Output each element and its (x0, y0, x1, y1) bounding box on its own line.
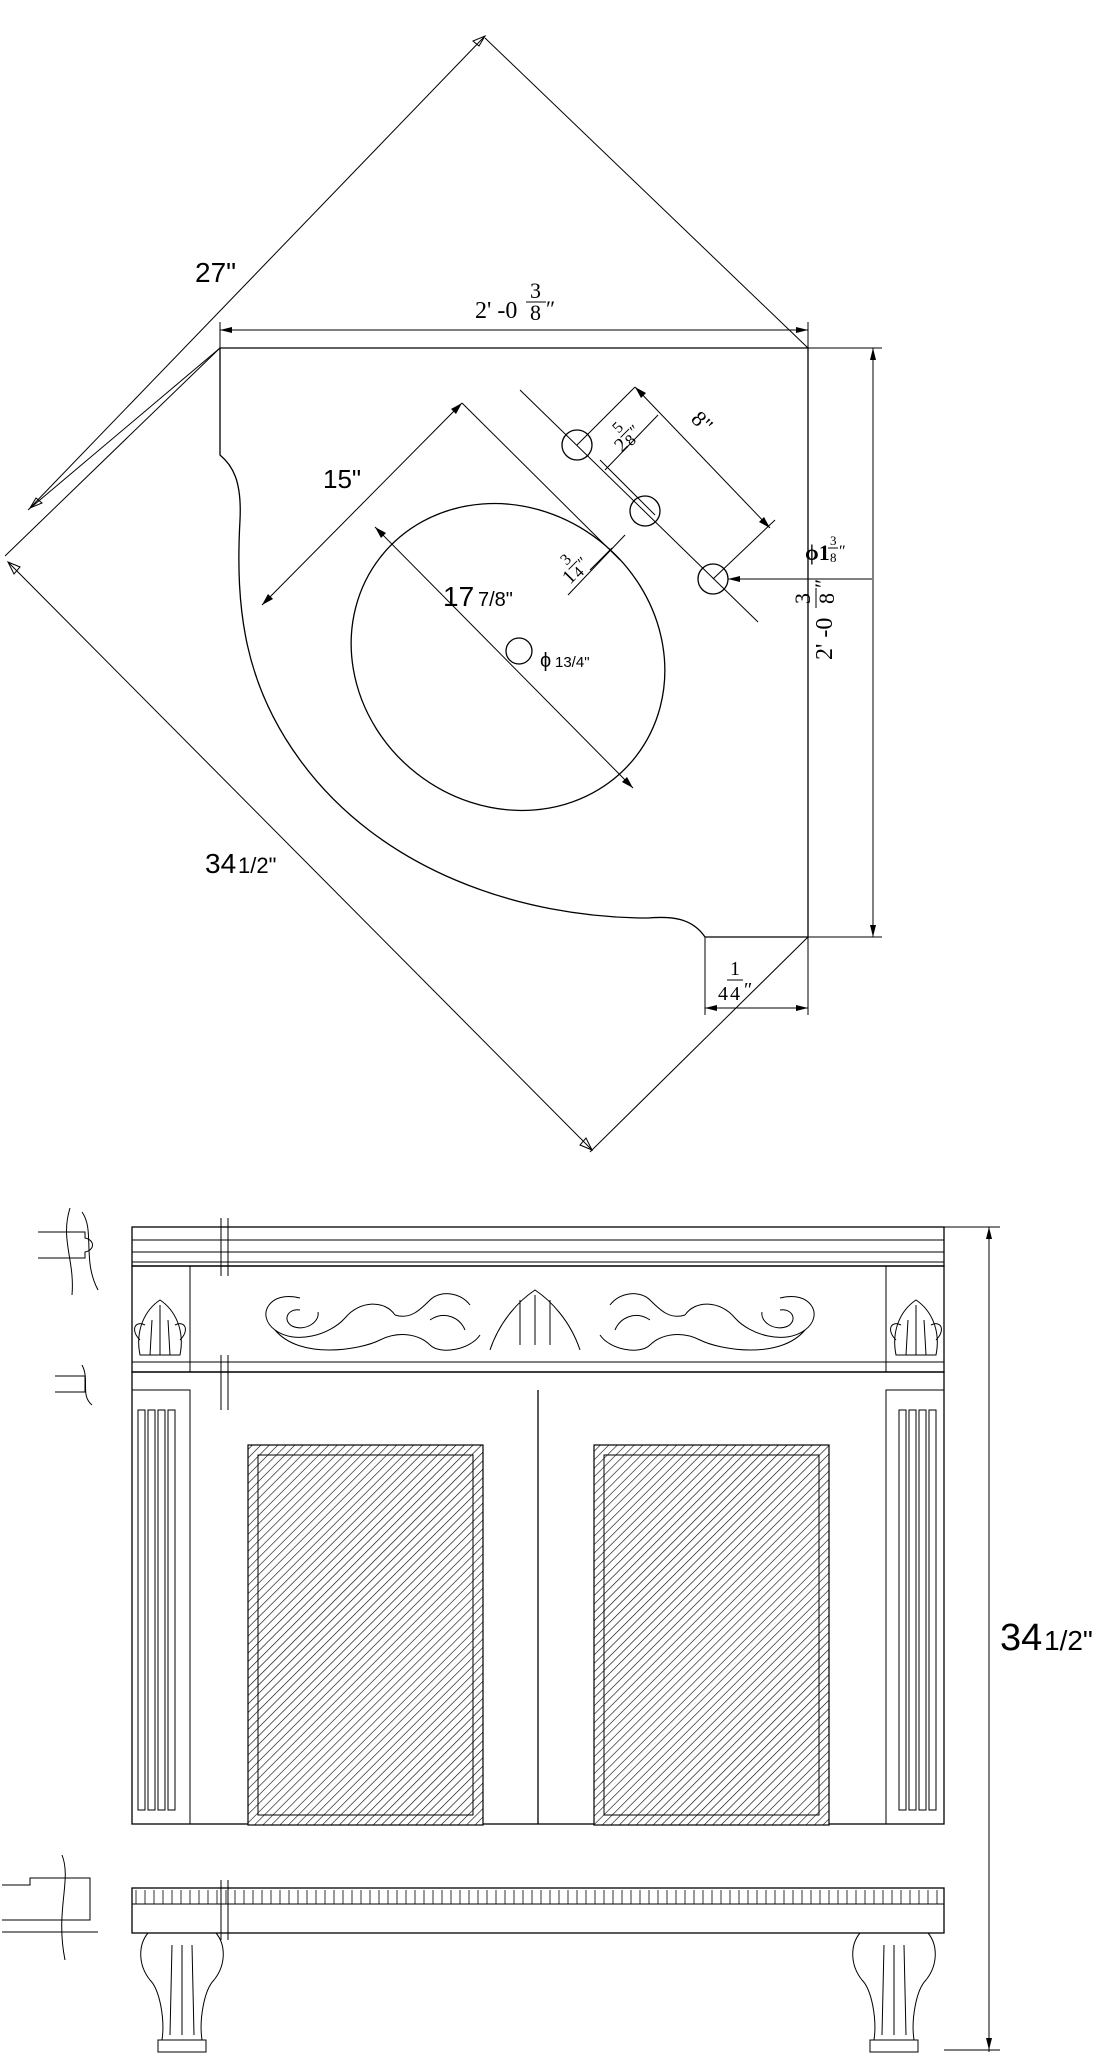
faucet-hole-left (561, 429, 593, 461)
base-moulding (131, 1887, 945, 1934)
faucet-hole-center (629, 495, 661, 527)
svg-text:1/2": 1/2" (1044, 1625, 1093, 1656)
svg-text:1: 1 (730, 958, 740, 980)
foot-right (852, 1932, 936, 2053)
svg-text:2' -0: 2' -0 (475, 298, 517, 324)
door-panel-left (247, 1444, 484, 1826)
countertop-edge (131, 1226, 945, 1267)
profile-bottom (2, 1854, 98, 1961)
dim-15: 15" (323, 464, 361, 494)
dim-17-7-8: 17 7/8" (443, 581, 513, 612)
dim-hole-spacing: 2 5 8 ″ (609, 419, 643, 456)
ext-line (4, 347, 221, 557)
acanthus-left (134, 1299, 186, 1356)
door-panel-right (593, 1444, 830, 1826)
dim-top-width: 2' -0 3 8 ″ (475, 278, 555, 325)
profile-middle (55, 1364, 93, 1406)
svg-text:34: 34 (205, 848, 236, 879)
svg-text:″: ″ (546, 296, 555, 321)
dim-line-27 (29, 35, 486, 509)
ext-line (484, 37, 809, 349)
svg-text:ϕ1: ϕ1 (805, 540, 830, 565)
svg-text:7/8": 7/8" (478, 589, 513, 611)
svg-text:3: 3 (830, 533, 837, 548)
svg-text:8: 8 (830, 550, 837, 565)
svg-text:3: 3 (790, 593, 815, 604)
svg-text:1/2": 1/2" (238, 853, 276, 878)
frieze-panel (131, 1265, 945, 1373)
svg-text:4: 4 (718, 983, 728, 1005)
dentil-row (135, 1890, 938, 1904)
svg-text:34: 34 (1000, 1617, 1042, 1659)
dim-side-depth: 2' -0 3 8 ″ (790, 579, 839, 660)
svg-text:″: ″ (839, 543, 846, 560)
foot-left (140, 1932, 224, 2053)
ext-line (589, 936, 809, 1153)
dim-34-1-2-height: 34 1/2" (1000, 1617, 1093, 1659)
dim-drain: ϕ 13/4" (540, 650, 590, 672)
svg-text:″: ″ (810, 579, 835, 588)
ext-line (27, 347, 221, 511)
dim-8: 8" (686, 406, 718, 438)
elevation-view: 34 1/2" (2, 1207, 1093, 2053)
countertop-outline (219, 347, 809, 938)
svg-text:8: 8 (814, 593, 839, 604)
dim-faucet-setback: 1 3 4 ″ (557, 551, 591, 588)
scroll-carving (265, 1289, 815, 1351)
svg-text:3: 3 (530, 278, 541, 303)
basin-oval (350, 502, 666, 812)
plan-view: 27" 2' -0 3 8 ″ 15" 17 7/8" ϕ 13/4" 1 3 … (4, 34, 882, 1153)
svg-text:13/4": 13/4" (555, 654, 590, 671)
svg-text:ϕ: ϕ (540, 650, 551, 672)
dim-back-offset: 4 1 4 ″ (718, 958, 752, 1005)
svg-text:17: 17 (443, 581, 474, 612)
acanthus-right (890, 1299, 942, 1356)
svg-text:2' -0: 2' -0 (812, 618, 838, 660)
dim-34-1-2-plan: 34 1/2" (205, 848, 276, 879)
dim-line-34 (7, 561, 593, 1151)
drain-hole (505, 637, 533, 665)
svg-text:8: 8 (530, 300, 541, 325)
svg-text:″: ″ (744, 979, 752, 1001)
dim-27: 27" (195, 257, 236, 288)
svg-text:4: 4 (730, 983, 740, 1005)
dim-hole-diameter: ϕ1 3 8 ″ (805, 533, 846, 565)
profile-top (38, 1207, 99, 1296)
